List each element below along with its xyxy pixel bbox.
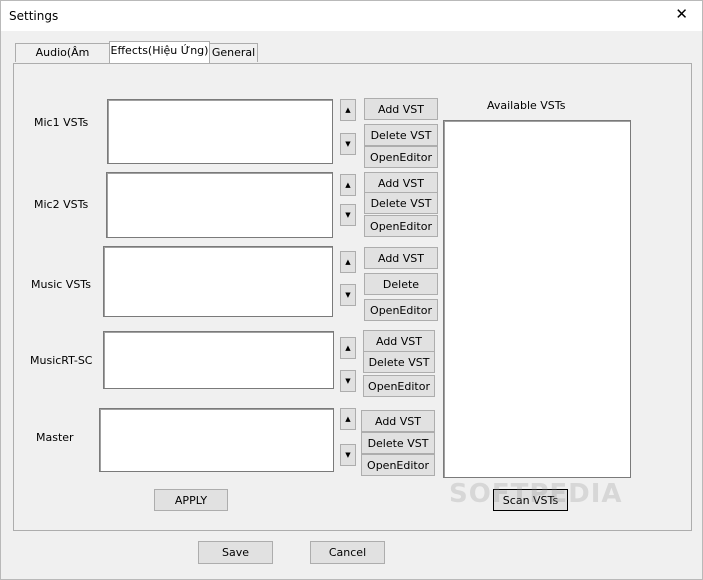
musicrt-sc-label: MusicRT-SC <box>30 354 93 367</box>
mic2-vst-list[interactable] <box>106 172 333 238</box>
music-move-up-button[interactable]: ▲ <box>340 251 356 273</box>
master-open-editor-button[interactable]: OpenEditor <box>361 454 435 476</box>
mic2-delete-vst-button[interactable]: Delete VST <box>364 192 438 214</box>
arrow-up-icon: ▲ <box>345 415 351 423</box>
arrow-up-icon: ▲ <box>345 181 351 189</box>
mic2-add-vst-button[interactable]: Add VST <box>364 172 438 194</box>
mic1-open-editor-button[interactable]: OpenEditor <box>364 146 438 168</box>
music-open-editor-button[interactable]: OpenEditor <box>364 299 438 321</box>
mic2-move-down-button[interactable]: ▼ <box>340 204 356 226</box>
master-add-vst-button[interactable]: Add VST <box>361 410 435 432</box>
close-icon[interactable]: ✕ <box>675 5 688 23</box>
mic2-label: Mic2 VSTs <box>34 198 89 211</box>
arrow-up-icon: ▲ <box>345 258 351 266</box>
musicrt-sc-delete-vst-button[interactable]: Delete VST <box>363 351 435 373</box>
mic2-move-up-button[interactable]: ▲ <box>340 174 356 196</box>
mic1-move-up-button[interactable]: ▲ <box>340 99 356 121</box>
music-label: Music VSTs <box>31 278 91 291</box>
mic1-delete-vst-button[interactable]: Delete VST <box>364 124 438 146</box>
music-vst-list[interactable] <box>103 246 333 317</box>
music-add-vst-button[interactable]: Add VST <box>364 247 438 269</box>
mic2-open-editor-button[interactable]: OpenEditor <box>364 215 438 237</box>
cancel-button[interactable]: Cancel <box>310 541 385 564</box>
musicrt-sc-move-down-button[interactable]: ▼ <box>340 370 356 392</box>
tab-audio[interactable]: Audio(Âm Thanh) <box>15 43 110 77</box>
mic1-label: Mic1 VSTs <box>34 116 89 129</box>
available-vsts-label: Available VSTs <box>487 99 566 112</box>
master-label: Master <box>36 431 74 444</box>
master-move-down-button[interactable]: ▼ <box>340 444 356 466</box>
arrow-up-icon: ▲ <box>345 106 351 114</box>
arrow-down-icon: ▼ <box>345 377 351 385</box>
apply-button[interactable]: APPLY <box>154 489 228 511</box>
tab-general[interactable]: General <box>209 43 258 62</box>
musicrt-sc-open-editor-button[interactable]: OpenEditor <box>363 375 435 397</box>
musicrt-sc-move-up-button[interactable]: ▲ <box>340 337 356 359</box>
window-title: Settings <box>9 9 59 23</box>
arrow-down-icon: ▼ <box>345 140 351 148</box>
available-vsts-list[interactable] <box>443 120 631 478</box>
master-move-up-button[interactable]: ▲ <box>340 408 356 430</box>
arrow-up-icon: ▲ <box>345 344 351 352</box>
mic1-vst-list[interactable] <box>107 99 333 164</box>
mic1-add-vst-button[interactable]: Add VST <box>364 98 438 120</box>
musicrt-sc-add-vst-button[interactable]: Add VST <box>363 330 435 352</box>
master-delete-vst-button[interactable]: Delete VST <box>361 432 435 454</box>
arrow-down-icon: ▼ <box>345 291 351 299</box>
effects-panel: Mic1 VSTs ▲ ▼ Add VST Delete VST OpenEdi… <box>13 63 692 531</box>
scan-vsts-button[interactable]: Scan VSTs <box>493 489 568 511</box>
music-delete-button[interactable]: Delete <box>364 273 438 295</box>
tab-effects[interactable]: Effects(Hiệu Ứng) <box>109 41 210 63</box>
music-move-down-button[interactable]: ▼ <box>340 284 356 306</box>
musicrt-sc-vst-list[interactable] <box>103 331 334 389</box>
save-button[interactable]: Save <box>198 541 273 564</box>
arrow-down-icon: ▼ <box>345 211 351 219</box>
master-vst-list[interactable] <box>99 408 334 472</box>
mic1-move-down-button[interactable]: ▼ <box>340 133 356 155</box>
title-bar: Settings ✕ <box>1 1 702 31</box>
arrow-down-icon: ▼ <box>345 451 351 459</box>
